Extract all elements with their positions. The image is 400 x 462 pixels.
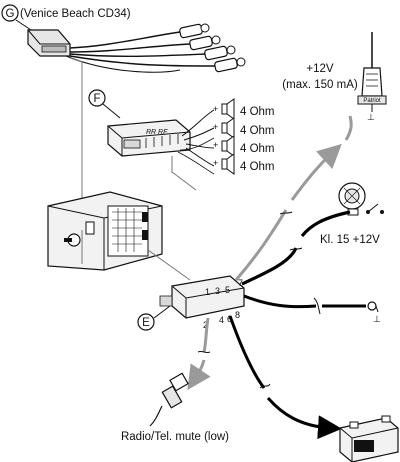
module-f-letter: F xyxy=(93,93,100,105)
antenna-power-label-1: +12V xyxy=(306,63,334,75)
module-g-name: (Venice Beach CD34) xyxy=(20,8,131,20)
ignition-label: Kl. 15 +12V xyxy=(320,234,380,246)
speaker-3-plus: + xyxy=(213,140,218,150)
connector-e-pin-1: 1 xyxy=(205,287,210,297)
module-g-letter: G xyxy=(6,8,15,20)
module-e-letter: E xyxy=(142,317,150,329)
antenna-power-label-2: (max. 150 mA) xyxy=(282,79,358,91)
radio-head-unit xyxy=(47,191,163,271)
speaker-2: + 4 Ohm xyxy=(213,117,275,139)
module-f-adapter: F RR RF xyxy=(88,89,215,191)
antenna-tag: Patriot xyxy=(363,98,381,104)
speaker-2-impedance: 4 Ohm xyxy=(240,125,275,137)
module-f-callout: F xyxy=(88,89,106,107)
connector-e-pin-4: 4 xyxy=(219,315,224,325)
adapter-f-marks: RR RF xyxy=(146,129,168,136)
speaker-4-plus: + xyxy=(213,158,218,168)
speaker-1-impedance: 4 Ohm xyxy=(240,106,275,118)
rca-plug-4 xyxy=(214,57,246,73)
module-e-callout: E xyxy=(137,313,155,331)
speaker-1-plus: + xyxy=(213,104,218,114)
rca-plug-2 xyxy=(189,35,221,51)
connector-e-pin-3: 3 xyxy=(215,286,220,296)
battery xyxy=(339,415,399,462)
antenna-ground-symbol: ⊥ xyxy=(367,112,375,122)
antenna: Patriot ⊥ +12V (max. 150 mA) xyxy=(282,32,387,122)
ground-symbol: ⊥ xyxy=(373,314,381,324)
speaker-3: + 4 Ohm xyxy=(213,135,275,157)
ignition-cable xyxy=(241,210,351,286)
connector-e-pin-2: 2 xyxy=(203,320,208,330)
connector-e-pin-5: 5 xyxy=(225,285,230,295)
battery-cable xyxy=(228,315,342,440)
mute-label: Radio/Tel. mute (low) xyxy=(121,431,229,443)
connector-e-pin-8: 8 xyxy=(235,310,240,320)
speaker-4-impedance: 4 Ohm xyxy=(240,161,275,173)
antenna-power-cable xyxy=(234,115,353,281)
speaker-2-plus: + xyxy=(213,122,218,132)
rca-plug-1 xyxy=(179,23,210,39)
mute-cable xyxy=(187,317,211,390)
module-g-connector: G (Venice Beach CD34) xyxy=(1,4,246,230)
connector-e: E 1 3 5 7 2 4 6 8 xyxy=(137,275,245,331)
speaker-1: + 4 Ohm xyxy=(213,98,275,120)
ignition-switch: Kl. 15 +12V xyxy=(320,182,384,246)
rca-plug-3 xyxy=(204,45,236,61)
ground-cable: ⊥ xyxy=(243,294,381,324)
mute-connector xyxy=(149,372,189,427)
module-g-callout: G (Venice Beach CD34) xyxy=(1,4,131,22)
speaker-4: + 4 Ohm xyxy=(213,153,275,175)
connector-e-pin-7: 7 xyxy=(238,278,243,288)
speaker-3-impedance: 4 Ohm xyxy=(240,143,275,155)
